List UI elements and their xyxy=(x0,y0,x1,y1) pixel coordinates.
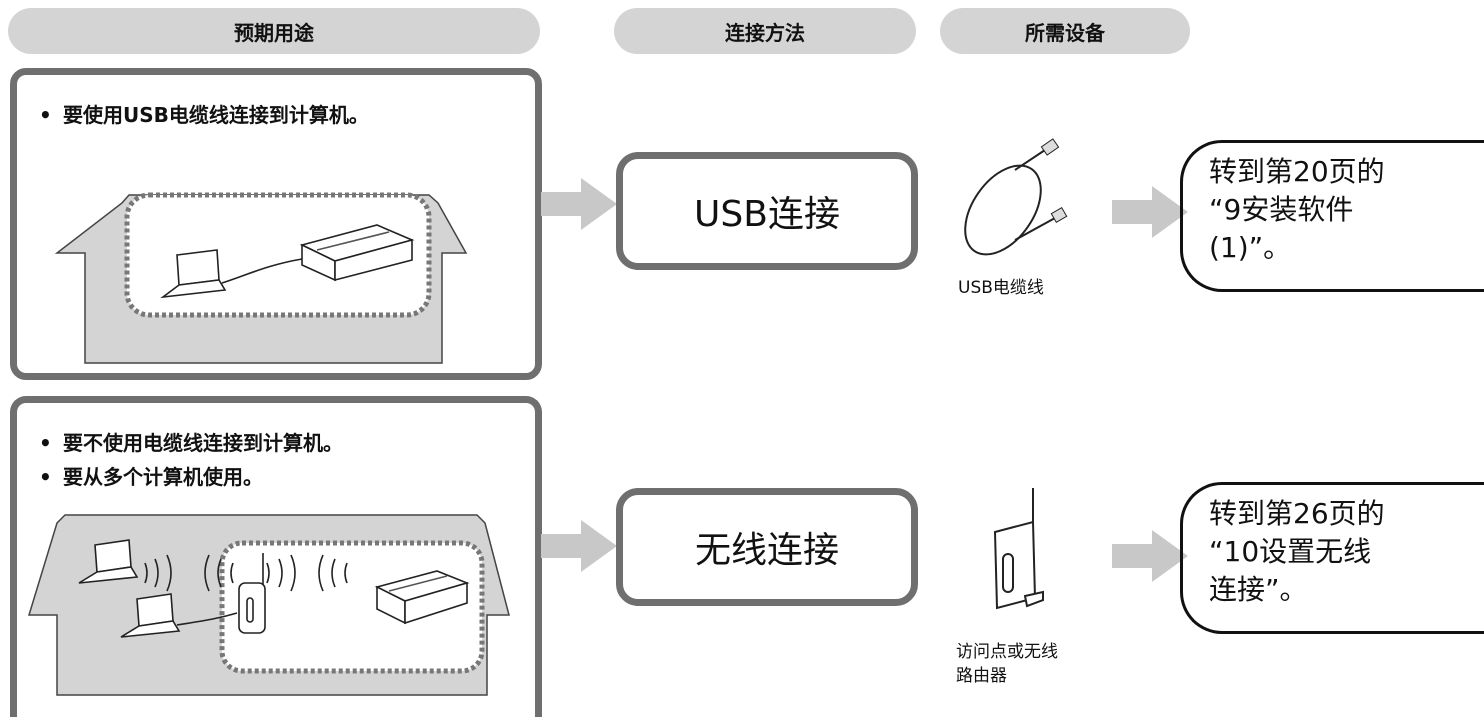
wireless-connection-method: 无线连接 xyxy=(616,488,918,606)
bullet-dot: • xyxy=(39,103,52,127)
header-connection-method: 连接方法 xyxy=(614,8,916,54)
bullet-dot: • xyxy=(39,465,52,489)
wireless-destination-line-1: 转到第26页的 xyxy=(1209,497,1385,530)
arrow-wireless-to-destination xyxy=(1112,530,1188,582)
wireless-destination-box: 转到第26页的 “10设置无线 连接”。 xyxy=(1180,482,1484,634)
laptop-icon xyxy=(160,249,227,299)
arrow-usb-to-method xyxy=(541,178,617,230)
access-point-caption-line-1: 访问点或无线 xyxy=(956,642,1058,662)
access-point-caption: 访问点或无线 路由器 xyxy=(956,640,1058,688)
wireless-scene-illustration xyxy=(27,514,510,696)
usb-destination-line-1: 转到第20页的 xyxy=(1209,155,1385,188)
usb-destination-line-2: “9安装软件 xyxy=(1209,193,1354,226)
router-icon xyxy=(238,553,266,634)
usb-cable-caption: USB电缆线 xyxy=(958,278,1044,298)
usb-bullet-1: • 要使用USB电缆线连接到计算机。 xyxy=(39,99,369,128)
usb-cable-icon xyxy=(964,138,1068,256)
access-point-icon xyxy=(993,488,1044,610)
usb-scene-illustration xyxy=(54,192,468,364)
usb-purpose-panel: • 要使用USB电缆线连接到计算机。 xyxy=(10,68,542,380)
wifi-waves-icon xyxy=(144,554,348,592)
laptop-icon xyxy=(120,593,181,638)
wireless-bullet-1: • 要不使用电缆线连接到计算机。 xyxy=(39,427,343,456)
usb-destination-box: 转到第20页的 “9安装软件 (1)”。 xyxy=(1180,140,1484,292)
laptop-icon xyxy=(78,539,139,584)
wireless-bullet-1-text: 要不使用电缆线连接到计算机。 xyxy=(63,431,343,455)
wireless-purpose-panel: • 要不使用电缆线连接到计算机。 • 要从多个计算机使用。 xyxy=(10,396,542,717)
bullet-dot: • xyxy=(39,431,52,455)
arrow-usb-to-destination xyxy=(1112,186,1188,238)
wireless-bullet-2-text: 要从多个计算机使用。 xyxy=(63,465,263,489)
wireless-bullet-2: • 要从多个计算机使用。 xyxy=(39,461,263,490)
usb-bullet-1-text: 要使用USB电缆线连接到计算机。 xyxy=(63,103,369,127)
wireless-destination-line-2: “10设置无线 xyxy=(1209,535,1372,568)
usb-connection-method: USB连接 xyxy=(616,152,918,270)
header-purpose: 预期用途 xyxy=(8,8,540,54)
header-required-equipment: 所需设备 xyxy=(940,8,1190,54)
wireless-destination-line-3: 连接”。 xyxy=(1209,573,1308,606)
arrow-wireless-to-method xyxy=(541,520,617,572)
access-point-caption-line-2: 路由器 xyxy=(956,666,1007,686)
printer-icon xyxy=(299,224,415,282)
usb-destination-line-3: (1)”。 xyxy=(1209,231,1292,264)
printer-icon xyxy=(374,570,470,625)
